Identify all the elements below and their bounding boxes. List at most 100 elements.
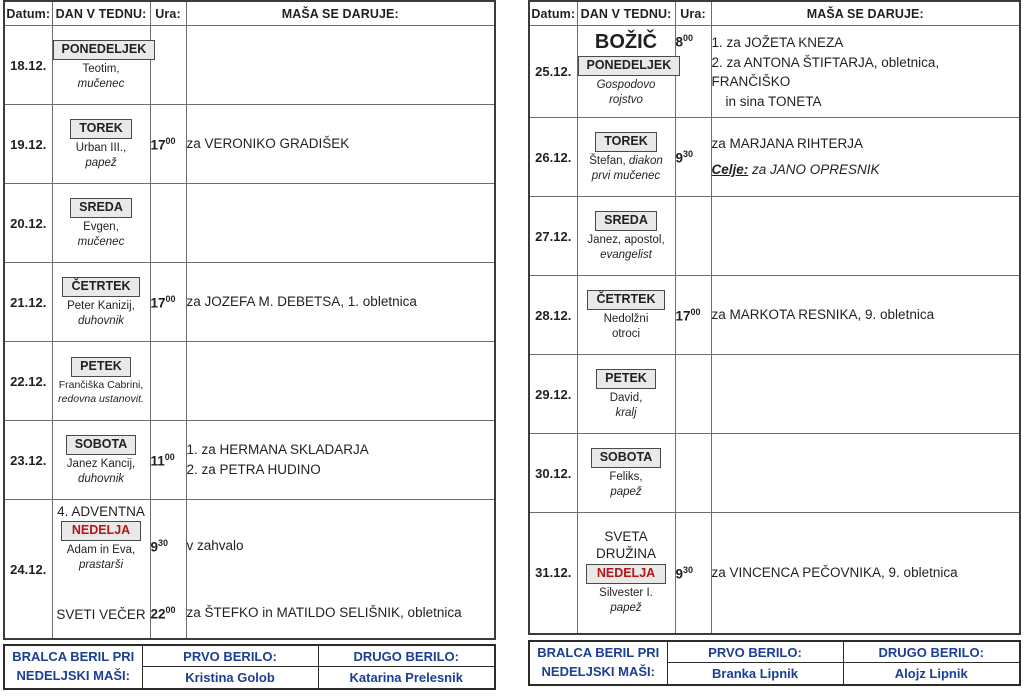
readers-heading-row: BRALCA BERIL PRI NEDELJSKI MAŠI: PRVO BE… (3, 644, 496, 690)
celje-intention: za JANO OPRESNIK (752, 162, 880, 177)
cell-day: TOREK Urban III., papež (51, 104, 151, 184)
cell-date: 21.12. (3, 262, 53, 342)
right-week-panel: Datum: DAN V TEDNU: Ura: MAŠA SE DARUJE:… (528, 0, 1021, 686)
cell-time: 930 2200 (149, 499, 187, 640)
saint-line-2: otroci (611, 327, 641, 340)
cell-intention (185, 183, 496, 263)
feast-name-big: BOŽIČ (594, 31, 658, 53)
first-reading-heading: PRVO BERILO: (141, 644, 319, 668)
christmas-eve-label: SVETI VEČER (56, 607, 146, 622)
intention-line: 2. za ANTONA ŠTIFTARJA, obletnica, FRANČ… (711, 54, 940, 90)
table-row: 22.12. PETEK Frančiška Cabrini, redovna … (3, 341, 496, 421)
saint-line-2: mučenec (77, 77, 125, 90)
time-minutes: 30 (158, 537, 169, 548)
column-header-date: Datum: (528, 0, 578, 26)
table-row-sunday: 24.12. 4. ADVENTNA NEDELJA Adam in Eva, … (3, 499, 496, 640)
cell-time: 1700 (149, 104, 187, 184)
saint-line-2: redovna ustanovit. (58, 392, 144, 405)
cell-date: 18.12. (3, 25, 53, 105)
cell-time: 1100 (149, 420, 187, 500)
saint-line-1: Teotim, (82, 62, 120, 75)
saint-line-2: rojstvo (609, 93, 643, 106)
readers-name-row: Branka Lipnik Alojz Lipnik (529, 662, 1021, 686)
readers-heading-row: BRALCA BERIL PRI NEDELJSKI MAŠI: PRVO BE… (528, 640, 1021, 686)
time-minutes: 30 (683, 148, 694, 159)
saint-line-1: Urban III., (75, 141, 127, 154)
feast-name: SVETA DRUŽINA (578, 529, 675, 563)
time-hour: 17 (675, 308, 691, 324)
cell-intention: za VINCENCA PEČOVNIKA, 9. obletnica (710, 512, 1021, 634)
cell-intention (710, 433, 1021, 513)
table-row: 21.12. ČETRTEK Peter Kanizij, duhovnik 1… (3, 262, 496, 342)
saint-line-2: evangelist (600, 248, 652, 261)
cell-date: 24.12. (3, 499, 53, 640)
readers-label-line-2: NEDELJSKI MAŠI: (16, 667, 130, 683)
saint-line-2: papež (610, 485, 642, 498)
saint-name: Feliks, papež (578, 470, 675, 500)
table-row: 30.12. SOBOTA Feliks, papež (528, 433, 1021, 513)
time-hour: 17 (150, 295, 166, 311)
saint-line-2: duhovnik (77, 314, 125, 327)
cell-date: 19.12. (3, 104, 53, 184)
intention-evening: za ŠTEFKO in MATILDO SELIŠNIK, obletnica (186, 590, 494, 636)
saint-name: Urban III., papež (53, 141, 150, 171)
saint-line-1: Silvester I. (599, 587, 653, 600)
cell-day: BOŽIČ PONEDELJEK Gospodovo rojstvo (576, 25, 681, 118)
saint-line-2: papež (610, 602, 642, 615)
first-reading-heading: PRVO BERILO: (666, 640, 844, 664)
saint-name: Teotim, mučenec (53, 62, 150, 92)
intention-line: za JOZEFA M. DEBETSA, 1. obletnica (186, 294, 417, 310)
saint-line-1: Janez, apostol, (587, 233, 665, 246)
time-minutes: 00 (690, 306, 701, 317)
weekday-badge: SREDA (70, 197, 132, 218)
cell-intention (185, 341, 496, 421)
intention-sunday: v zahvalo (186, 502, 494, 590)
weekday-badge: TOREK (595, 131, 657, 152)
cell-day: SREDA Janez, apostol, evangelist (576, 196, 676, 276)
saint-name: Adam in Eva, prastarši (53, 543, 150, 573)
cell-time: 1700 (149, 262, 187, 342)
right-schedule-table: Datum: DAN V TEDNU: Ura: MAŠA SE DARUJE:… (528, 0, 1021, 635)
intention-line-celje: Celje: za JANO OPRESNIK (712, 157, 1020, 183)
cell-day: SREDA Evgen, mučenec (51, 183, 151, 263)
cell-day: PONEDELJEK Teotim, mučenec (51, 25, 156, 105)
time-hour: 22 (150, 606, 166, 622)
cell-intention: za JOZEFA M. DEBETSA, 1. obletnica (185, 262, 496, 342)
time-minutes: 00 (165, 604, 176, 615)
saint-name: Peter Kanizij, duhovnik (53, 299, 150, 329)
intention-line: 1. za JOŽETA KNEZA (711, 35, 844, 50)
left-schedule-table: Datum: DAN V TEDNU: Ura: MAŠA SE DARUJE:… (3, 0, 496, 640)
intention-line: za MARKOTA RESNIKA, 9. obletnica (711, 307, 935, 323)
saint-name: Nedolžni otroci (578, 312, 675, 342)
cell-intention (185, 25, 496, 105)
weekday-badge: TOREK (70, 118, 132, 139)
column-header-time: Ura: (149, 0, 187, 26)
intention-line: za MARJANA RIHTERJA (711, 136, 864, 152)
time-hour: 17 (150, 137, 166, 153)
cell-intention: 1. za HERMANA SKLADARJA 2. za PETRA HUDI… (185, 420, 496, 500)
day-stack: 4. ADVENTNA NEDELJA Adam in Eva, prastar… (52, 500, 150, 638)
weekday-badge: SOBOTA (590, 447, 662, 468)
sunday-day-block: 4. ADVENTNA NEDELJA Adam in Eva, prastar… (52, 500, 150, 592)
first-reader-name: Branka Lipnik (666, 662, 844, 686)
celje-label: Celje: (711, 162, 749, 177)
table-row: 20.12. SREDA Evgen, mučenec (3, 183, 496, 263)
saint-line-1: Štefan, diakon (589, 154, 663, 167)
cell-day: SVETA DRUŽINA NEDELJA Silvester I. papež (576, 512, 676, 634)
column-header-date: Datum: (3, 0, 53, 26)
cell-time: 1700 (674, 275, 712, 355)
time-hour: 9 (675, 150, 684, 166)
saint-line-1: Frančiška Cabrini, (58, 378, 144, 391)
readers-label: BRALCA BERIL PRI NEDELJSKI MAŠI: (528, 640, 668, 686)
column-header-intention: MAŠA SE DARUJE: (710, 0, 1021, 26)
cell-date: 20.12. (3, 183, 53, 263)
cell-day: SOBOTA Feliks, papež (576, 433, 676, 513)
second-reader-name: Katarina Prelesnik (317, 666, 496, 690)
saint-line-1: Evgen, (83, 220, 119, 233)
cell-time: 930 (674, 512, 712, 634)
saint-line-1: Nedolžni (603, 312, 649, 325)
readers-label: BRALCA BERIL PRI NEDELJSKI MAŠI: (3, 644, 143, 690)
cell-time: 930 (674, 117, 712, 197)
saint-line-1: Gospodovo (596, 79, 656, 91)
table-header-row: Datum: DAN V TEDNU: Ura: MAŠA SE DARUJE: (3, 0, 496, 26)
